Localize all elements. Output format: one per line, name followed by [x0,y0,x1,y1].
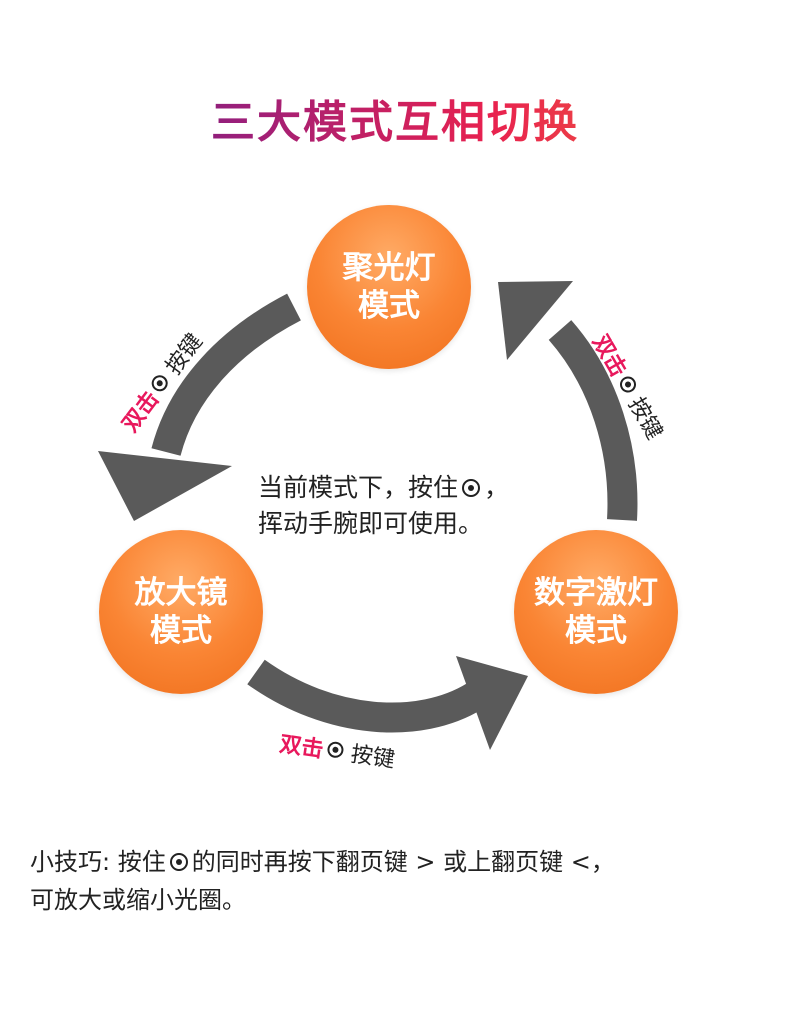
center-text-before: 当前模式下，按住 [258,473,459,502]
tip-text-before: 小技巧: 按住 [30,848,166,876]
center-instruction-line2: 挥动手腕即可使用。 [258,509,484,538]
mode-magnifier: 放大镜 模式 [99,530,263,694]
arrow-left-body [151,293,301,457]
page-title: 三大模式互相切换 [0,86,790,150]
mode-laser-line1: 数字激灯 [534,575,658,611]
mode-laser-line2: 模式 [565,613,627,649]
arrow-left-head [98,451,232,521]
tip-text: 小技巧: 按住的同时再按下翻页键 > 或上翻页键 <， 可放大或缩小光圈。 [30,843,770,919]
tip-text-after: 的同时再按下翻页键 > 或上翻页键 <， [191,848,615,876]
target-icon [617,373,639,396]
mode-magnifier-line2: 模式 [150,613,212,649]
mode-laser: 数字激灯 模式 [514,530,678,694]
key-text: 按键 [349,742,397,774]
arrow-bottom-body [247,659,483,733]
mode-spotlight-line1: 聚光灯 [342,250,436,286]
target-icon [326,740,345,759]
tip-line2: 可放大或缩小光圈。 [30,886,246,914]
tip-line1: 小技巧: 按住的同时再按下翻页键 > 或上翻页键 <， [30,843,770,881]
double-click-text: 双击 [277,732,325,763]
target-icon [462,479,481,497]
center-text-after: ， [484,473,510,502]
target-icon [148,372,171,395]
mode-magnifier-line1: 放大镜 [134,575,228,611]
target-icon [169,853,188,871]
center-instruction-line1: 当前模式下，按住 ， [258,470,558,506]
mode-spotlight: 聚光灯 模式 [307,205,471,369]
arrow-bottom-head [456,656,528,750]
mode-spotlight-line2: 模式 [358,288,420,324]
arrow-right-body [548,320,638,521]
center-instruction: 当前模式下，按住 ， 挥动手腕即可使用。 [258,470,558,542]
arrow-right-head [498,281,573,360]
